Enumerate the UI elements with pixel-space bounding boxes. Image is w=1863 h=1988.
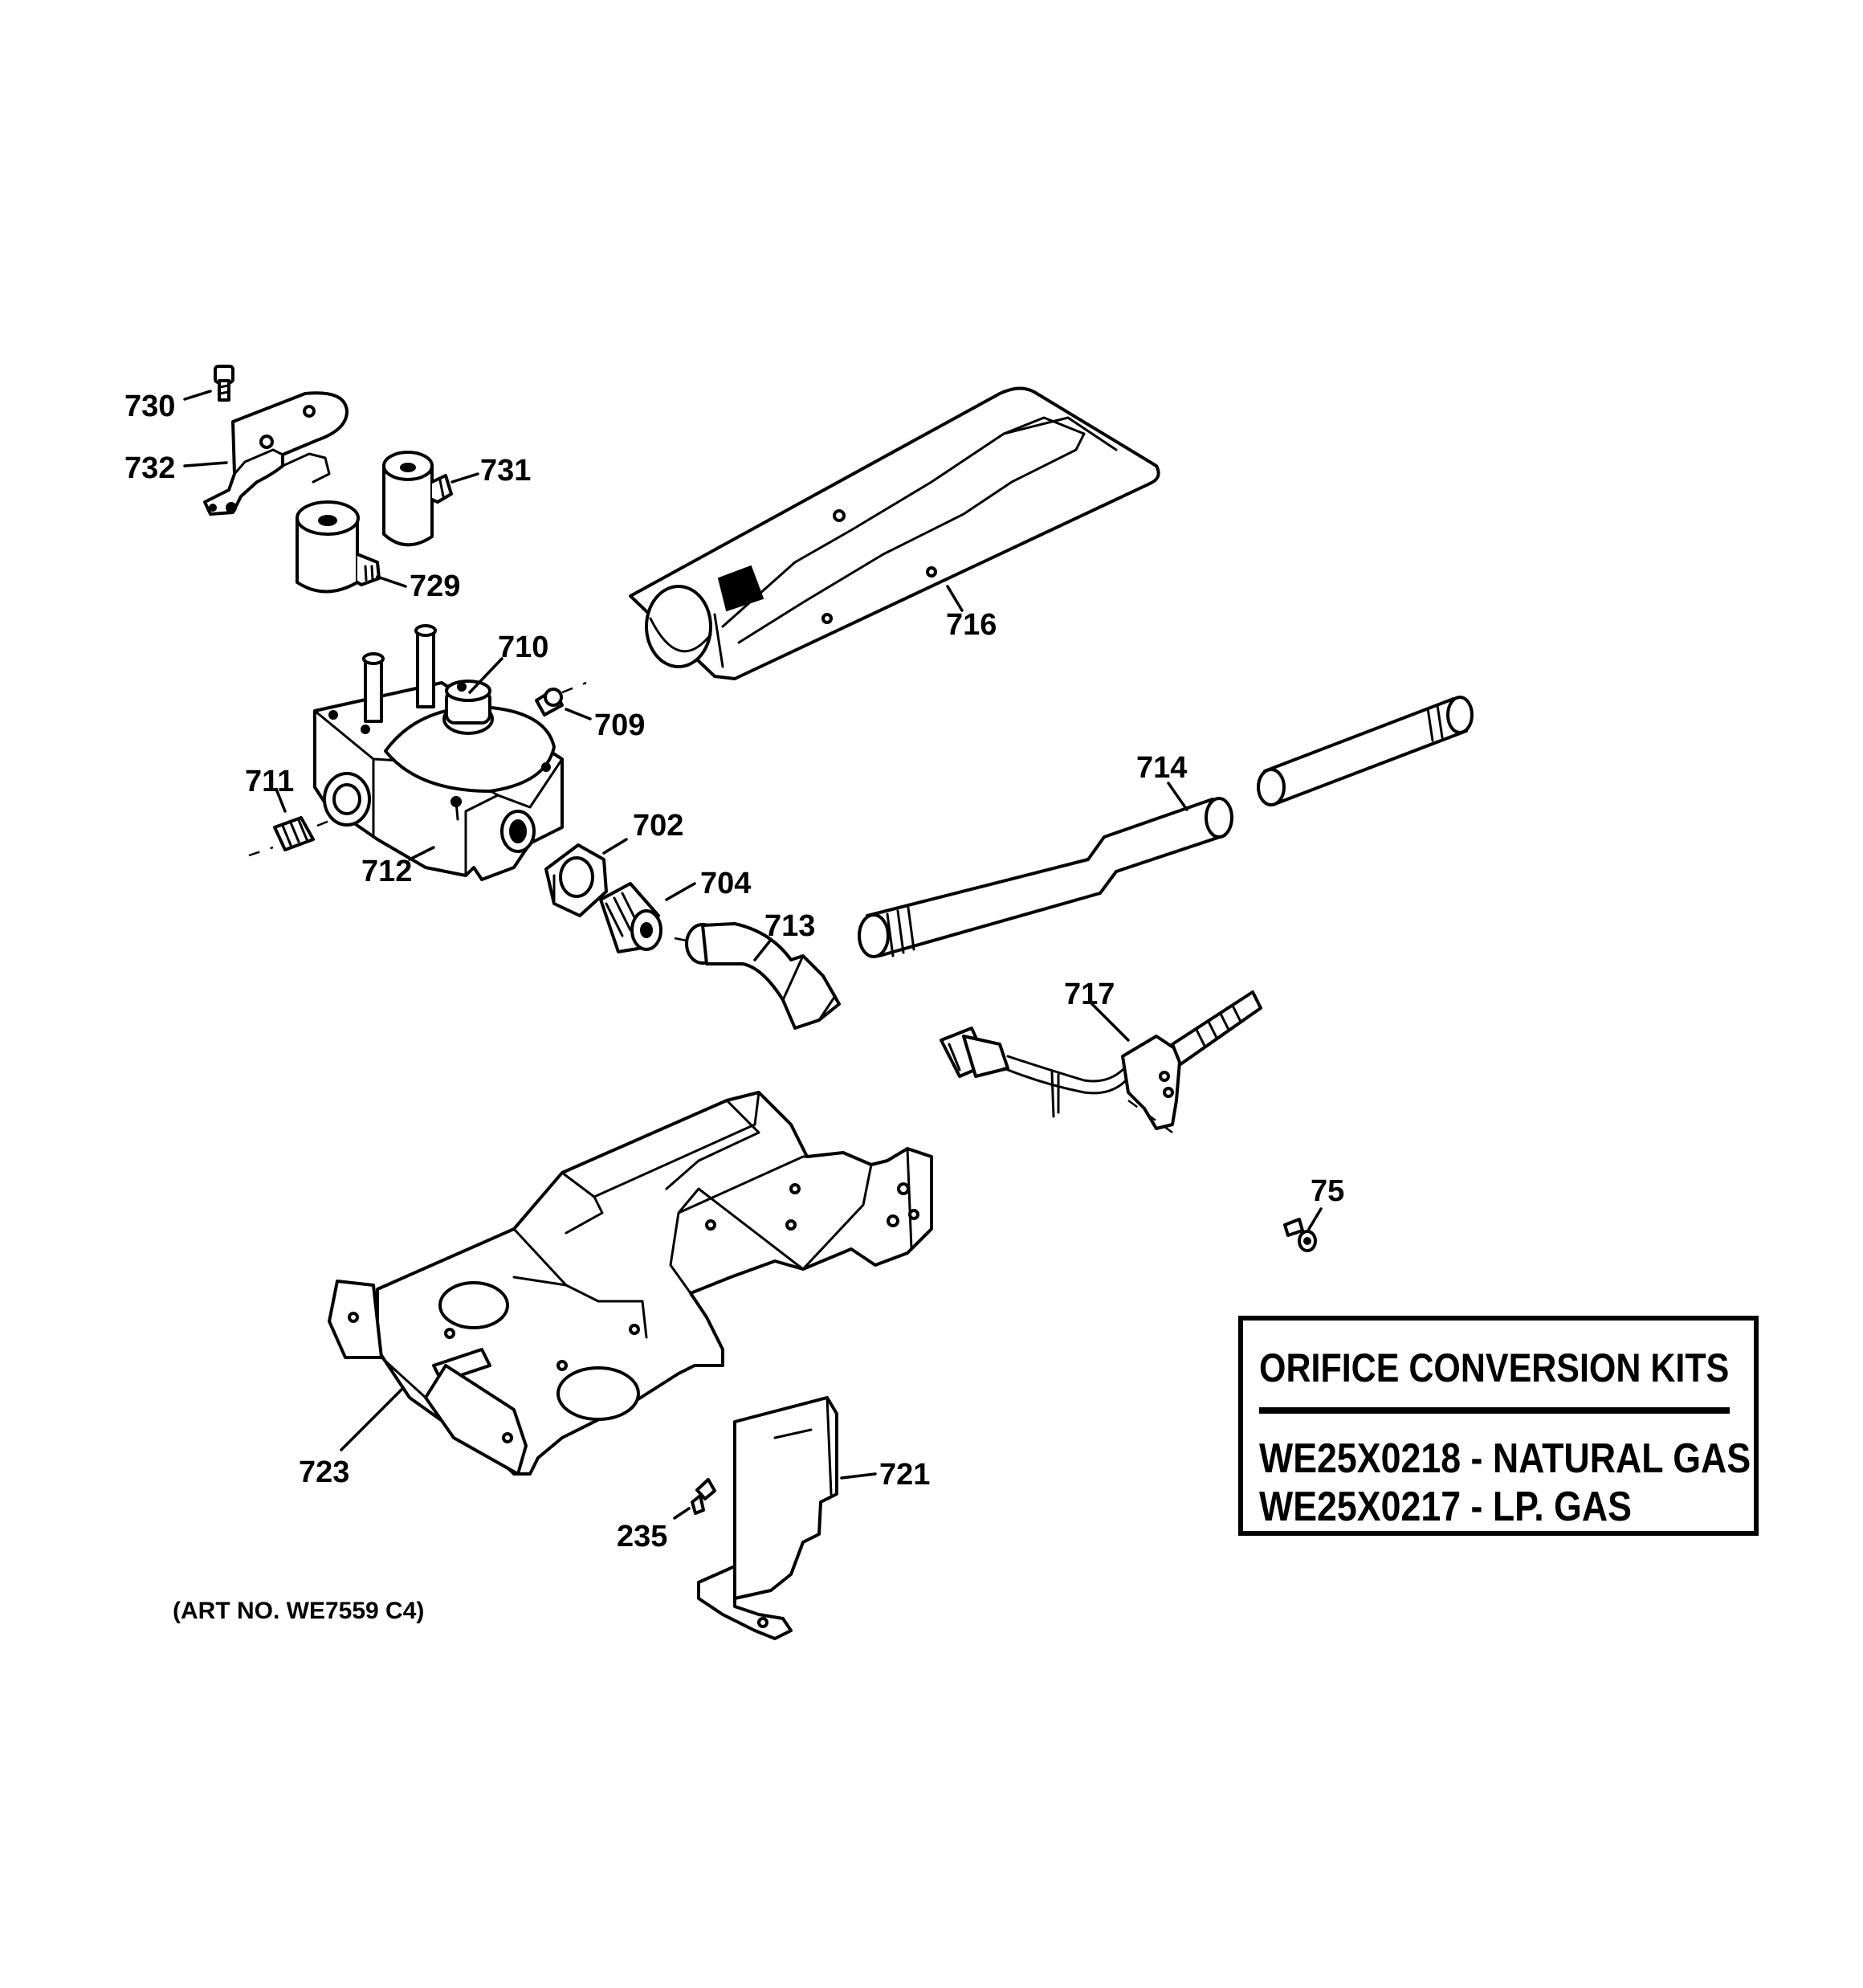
callout-717: 717 (1064, 978, 1115, 1011)
callout-704: 704 (700, 867, 751, 900)
part-713-elbow (674, 922, 841, 1030)
part-711-fitting (248, 816, 334, 857)
part-716-burner (629, 386, 1160, 680)
orifice-conversion-kits-box: ORIFICE CONVERSION KITS WE25X0218 - NATU… (1238, 1316, 1759, 1536)
part-75-screw (1283, 1218, 1317, 1252)
callout-75: 75 (1311, 1174, 1344, 1208)
callout-710: 710 (498, 631, 548, 664)
kit-lp-gas: WE25X0217 - LP. GAS (1259, 1484, 1632, 1530)
part-730-screw (214, 365, 234, 402)
part-731-coil (382, 451, 453, 547)
part-721-shield (697, 1396, 838, 1640)
callout-729: 729 (410, 569, 460, 603)
kit-natural-gas: WE25X0218 - NATURAL GAS (1259, 1435, 1751, 1482)
part-709-plug (535, 681, 587, 716)
callout-235: 235 (617, 1520, 667, 1553)
kit-box-title: ORIFICE CONVERSION KITS (1259, 1345, 1730, 1390)
callout-723: 723 (299, 1455, 349, 1489)
part-717-igniter (940, 990, 1262, 1130)
part-714-pipe (858, 696, 1474, 958)
callout-721: 721 (879, 1458, 930, 1492)
callout-731: 731 (480, 454, 531, 488)
part-710-regulator (328, 624, 556, 821)
callout-711: 711 (245, 765, 294, 798)
callout-702: 702 (633, 809, 683, 843)
callout-730: 730 (124, 390, 175, 423)
kit-box-divider (1259, 1407, 1730, 1414)
callout-709: 709 (594, 708, 645, 742)
part-235-screw (691, 1478, 716, 1515)
part-723-bracket (328, 1091, 933, 1476)
callout-712: 712 (361, 855, 412, 888)
callout-713: 713 (764, 909, 815, 943)
part-732-bracket (203, 391, 349, 516)
part-704-orifice (599, 882, 662, 953)
part-729-coil (296, 500, 381, 594)
callout-714: 714 (1136, 751, 1187, 785)
callout-732: 732 (124, 451, 175, 485)
art-number: (ART NO. WE7559 C4) (173, 1598, 424, 1624)
callouts: 730 732 731 729 716 710 709 711 712 702 … (124, 390, 1344, 1553)
callout-716: 716 (946, 608, 997, 642)
part-702-nut (544, 843, 608, 917)
leader-lines (183, 390, 1323, 1520)
